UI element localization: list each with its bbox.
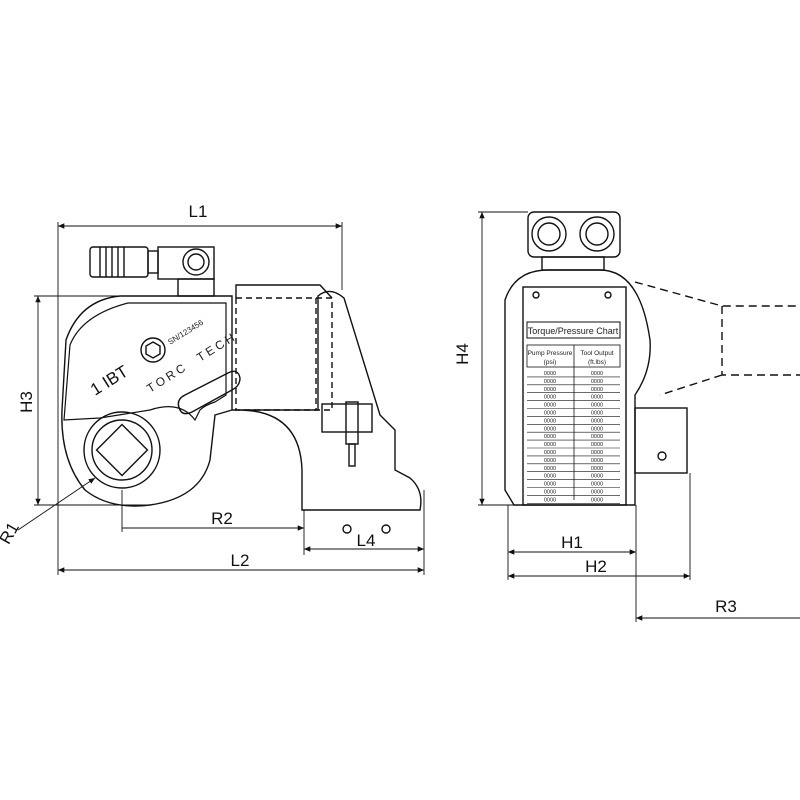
square-drive (95, 423, 149, 477)
chart-cell-output: 0000 (591, 395, 603, 401)
model-label: 1 IBT (87, 362, 132, 400)
port-left (531, 216, 567, 252)
col2-line1: Tool Output (580, 350, 613, 357)
chart-cell-pressure: 0000 (544, 387, 556, 393)
chart-cell-pressure: 0000 (544, 371, 556, 377)
dim-H2: H2 (585, 557, 607, 576)
chart-cell-output: 0000 (591, 474, 603, 480)
chart-cell-pressure: 0000 (544, 426, 556, 432)
chart-cell-output: 0000 (591, 442, 603, 448)
brand-left: TORC (144, 359, 190, 395)
chart-cell-pressure: 0000 (544, 490, 556, 496)
bolt-head (140, 337, 166, 363)
chart-cell-output: 0000 (591, 371, 603, 377)
dim-R2: R2 (211, 509, 233, 528)
cylinder-top (235, 284, 333, 299)
reaction-arm-hidden (634, 281, 800, 396)
drive-inner-ring (91, 419, 153, 481)
dim-L2: L2 (231, 551, 250, 570)
dim-R1: R1 (0, 519, 23, 547)
chart-cell-pressure: 0000 (544, 474, 556, 480)
dim-H3: H3 (17, 391, 36, 413)
cylinder-hidden (235, 297, 333, 411)
chart-cell-pressure: 0000 (544, 497, 556, 503)
chart-cell-pressure: 0000 (544, 482, 556, 488)
dimension-lines (17, 211, 800, 622)
pressure-chart: Torque/Pressure Chart Pump Pressure (psi… (526, 321, 621, 504)
chart-cell-output: 0000 (591, 482, 603, 488)
chart-cell-pressure: 0000 (544, 379, 556, 385)
col1-line2: (psi) (544, 359, 557, 366)
port-block (527, 211, 621, 258)
foot-hole-2 (381, 524, 391, 534)
chart-cell-pressure: 0000 (544, 442, 556, 448)
col1-line1: Pump Pressure (528, 350, 573, 357)
foot-hole-1 (342, 524, 352, 534)
chart-cell-pressure: 0000 (544, 450, 556, 456)
chart-cell-output: 0000 (591, 387, 603, 393)
drive-shaft (634, 407, 688, 474)
chart-cell-pressure: 0000 (544, 458, 556, 464)
chart-cell-output: 0000 (591, 434, 603, 440)
chart-cell-output: 0000 (591, 403, 603, 409)
chart-cell-output: 0000 (591, 450, 603, 456)
top-block (541, 256, 605, 271)
chart-cell-output: 0000 (591, 426, 603, 432)
chart-cell-pressure: 0000 (544, 434, 556, 440)
chart-cell-output: 0000 (591, 490, 603, 496)
chart-title: Torque/Pressure Chart (528, 326, 619, 336)
bolt-hex (145, 341, 161, 359)
chart-cell-output: 0000 (591, 466, 603, 472)
side-view (61, 246, 422, 534)
side-plate (63, 302, 227, 422)
tool-body-outline (61, 290, 422, 511)
dim-L4: L4 (357, 531, 376, 550)
chart-cell-pressure: 0000 (544, 411, 556, 417)
dim-H4: H4 (453, 343, 472, 365)
front-body-outline (504, 269, 651, 506)
chart-cell-output: 0000 (591, 411, 603, 417)
chart-plate (522, 286, 627, 506)
chart-cell-output: 0000 (591, 379, 603, 385)
coupler (89, 246, 149, 278)
slot (177, 370, 241, 415)
serial-number: SN/123456 (166, 318, 205, 347)
port-right (579, 216, 615, 252)
dim-L1: L1 (189, 202, 208, 221)
chart-cell-output: 0000 (591, 418, 603, 424)
chart-cell-pressure: 0000 (544, 395, 556, 401)
chart-cell-pressure: 0000 (544, 466, 556, 472)
chart-cell-output: 0000 (591, 497, 603, 503)
release-block (321, 403, 373, 433)
chart-cell-pressure: 0000 (544, 418, 556, 424)
col2-line2: (ft.lbs) (588, 359, 606, 366)
dim-H1: H1 (561, 533, 583, 552)
front-view (504, 211, 800, 506)
swivel-port (182, 248, 210, 276)
dim-R3: R3 (715, 597, 737, 616)
drive-outer-ring (83, 411, 161, 489)
swivel-block (157, 246, 215, 280)
chart-cell-output: 0000 (591, 458, 603, 464)
chart-cell-pressure: 0000 (544, 403, 556, 409)
